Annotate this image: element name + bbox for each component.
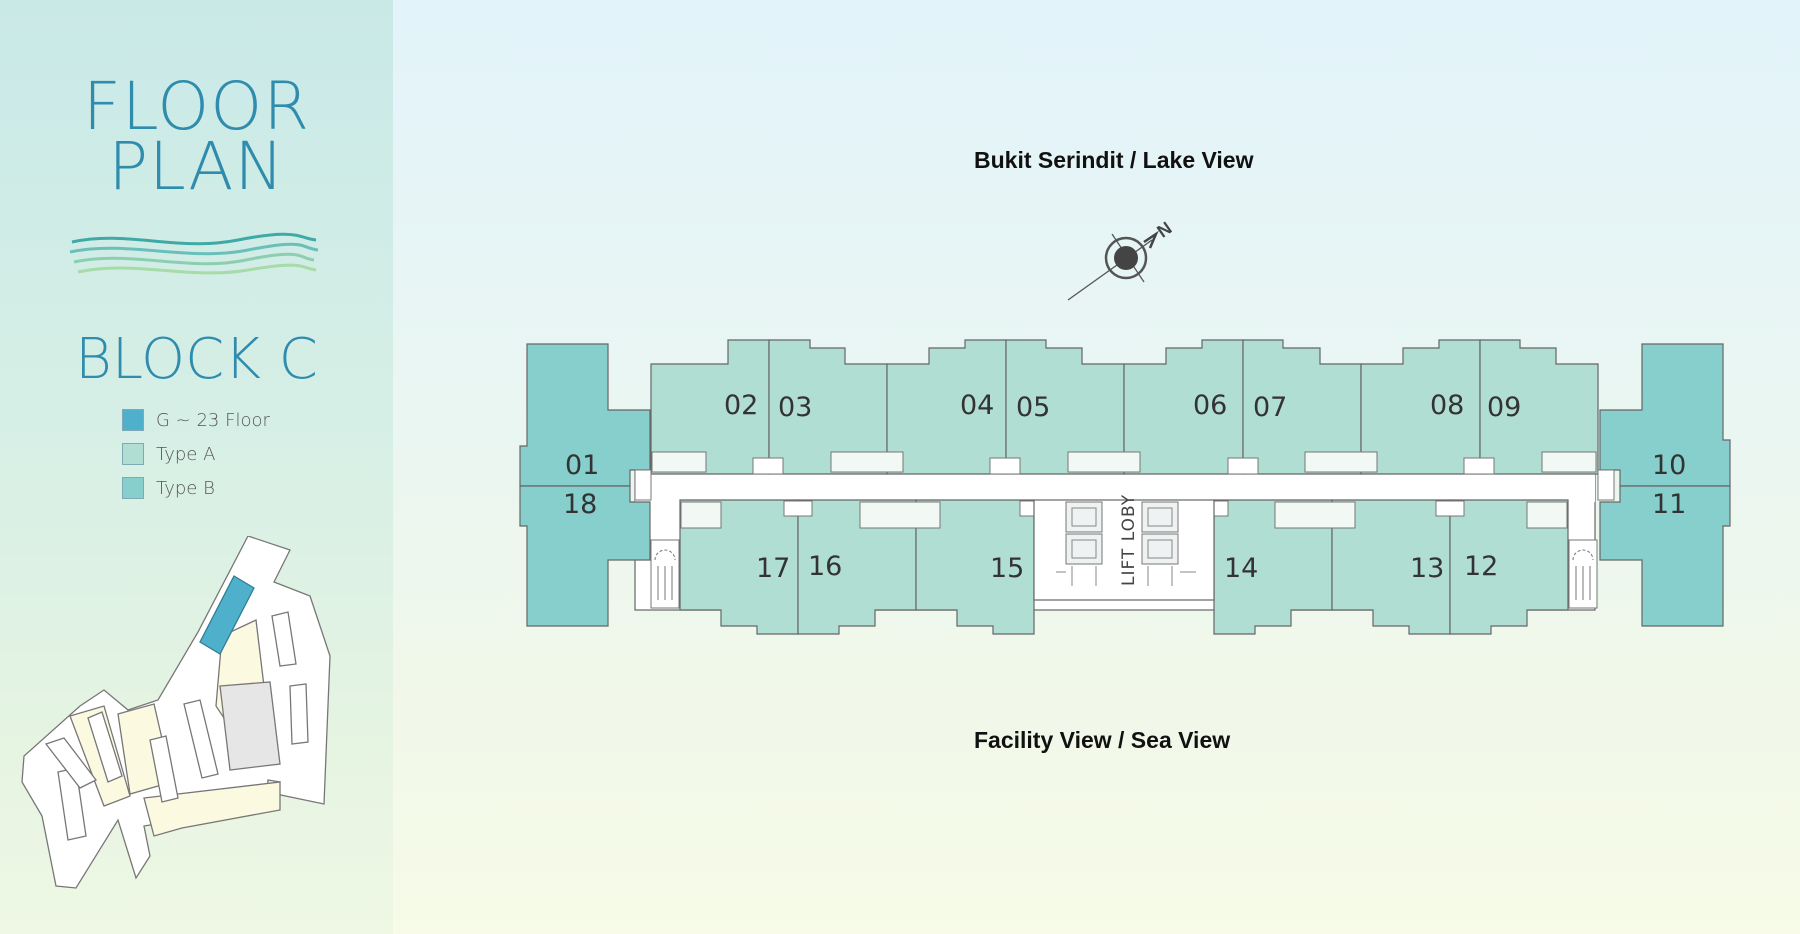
unit-label-01: 01 <box>565 450 599 481</box>
unit-label-03: 03 <box>778 392 812 423</box>
legend-label: Type A <box>156 444 216 465</box>
view-label-bottom: Facility View / Sea View <box>974 727 1231 753</box>
lift-lobby <box>1033 499 1215 601</box>
wave-decoration-icon <box>69 232 319 275</box>
unit-01-shape <box>519 343 651 487</box>
unit-label-08: 08 <box>1430 390 1464 421</box>
block-title: BLOCK C <box>75 327 318 392</box>
unit-09-shape <box>1479 339 1599 475</box>
unit-label-06: 06 <box>1193 390 1227 421</box>
view-label-top: Bukit Serindit / Lake View <box>974 147 1254 173</box>
legend-swatch <box>122 477 144 499</box>
unit-03-shape <box>768 339 888 475</box>
sidebar-panel: FLOOR PLAN BLOCK C G ~ 23 Floor Type A T… <box>0 0 393 934</box>
page-title-plan: PLAN <box>108 128 285 205</box>
compass-north-label: N <box>1153 218 1175 242</box>
unit-12-shape <box>1449 499 1569 635</box>
unit-08-shape <box>1360 339 1481 475</box>
unit-label-11: 11 <box>1652 489 1686 520</box>
unit-04-shape <box>886 339 1007 475</box>
corridor-hall <box>635 470 1595 502</box>
unit-07-shape <box>1242 339 1362 475</box>
legend-swatch <box>122 443 144 465</box>
legend-label: G ~ 23 Floor <box>156 410 270 431</box>
unit-11-shape <box>1599 485 1731 627</box>
lift-lobby-label: LIFT LOBY <box>1119 494 1139 586</box>
site-key-map <box>21 536 331 889</box>
unit-label-14: 14 <box>1224 553 1258 584</box>
legend-label: Type B <box>156 478 215 499</box>
unit-18-shape <box>519 485 651 627</box>
unit-label-16: 16 <box>808 551 842 582</box>
unit-label-05: 05 <box>1016 392 1050 423</box>
unit-label-15: 15 <box>990 553 1024 584</box>
unit-label-18: 18 <box>563 489 597 520</box>
unit-label-17: 17 <box>756 553 790 584</box>
unit-05-shape <box>1005 339 1125 475</box>
unit-label-13: 13 <box>1410 553 1444 584</box>
unit-06-shape <box>1123 339 1244 475</box>
stair-core-left <box>650 539 680 609</box>
north-arrow-icon: N <box>1067 218 1175 301</box>
unit-label-09: 09 <box>1487 392 1521 423</box>
unit-label-10: 10 <box>1652 450 1686 481</box>
stair-core-right <box>1568 539 1598 609</box>
unit-label-02: 02 <box>724 390 758 421</box>
unit-label-12: 12 <box>1464 551 1498 582</box>
unit-label-07: 07 <box>1253 392 1287 423</box>
legend-swatch <box>122 409 144 431</box>
unit-label-04: 04 <box>960 390 994 421</box>
page-title-floor: FLOOR <box>82 68 311 145</box>
